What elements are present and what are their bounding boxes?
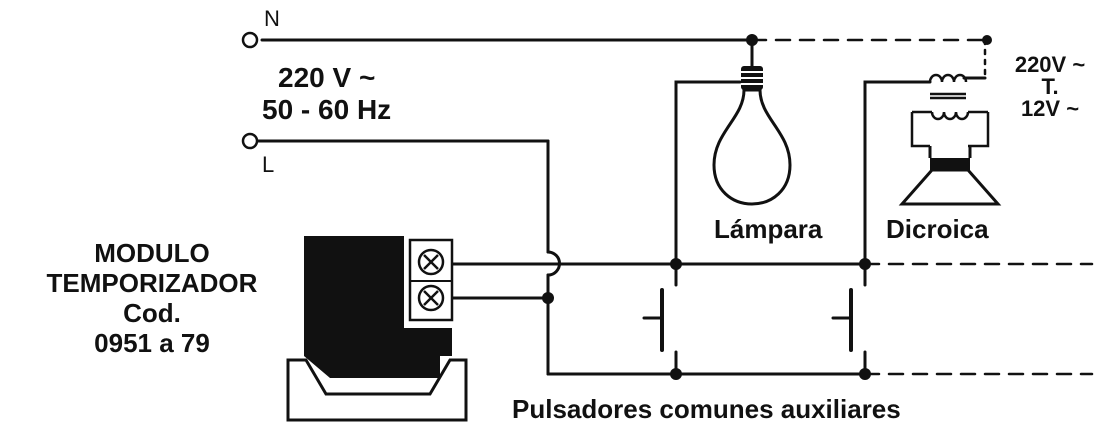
line-label: L — [262, 152, 275, 177]
terminal-block — [408, 238, 454, 322]
module-label: MODULO TEMPORIZADOR Cod. 0951 a 79 — [2, 238, 302, 358]
junction-dot — [859, 258, 871, 270]
junction-dot — [670, 258, 682, 270]
pushbuttons-label: Pulsadores comunes auxiliares — [512, 394, 901, 424]
dichroic-return-wire — [863, 80, 932, 266]
line-terminal — [241, 132, 259, 150]
terminal-screw-icon — [417, 248, 445, 276]
frequency-label: 50 - 60 Hz — [262, 94, 392, 125]
junction-dot — [746, 34, 758, 46]
neutral-label: N — [264, 6, 280, 31]
timer-module-icon — [286, 236, 468, 422]
terminal-screw-icon — [417, 284, 445, 312]
transformer-label: 220V ~ T. 12V ~ — [1000, 54, 1100, 120]
module-label-line: TEMPORIZADOR — [46, 268, 258, 298]
lamp-label: Lámpara — [714, 214, 823, 244]
junction-dot — [670, 368, 682, 380]
lamp-icon — [712, 66, 792, 206]
dichroic-label: Dicroica — [886, 214, 989, 244]
junction-dot — [542, 292, 554, 304]
lamp-return-wire — [674, 80, 742, 266]
transformer-label-line: T. — [1041, 74, 1059, 99]
junction-dot — [859, 368, 871, 380]
transformer-label-line: 220V ~ — [1014, 52, 1086, 77]
voltage-label: 220 V ~ — [278, 62, 376, 93]
module-label-line: Cod. — [123, 298, 181, 328]
junction-dots — [542, 34, 992, 380]
junction-dot — [982, 35, 992, 45]
module-label-line: 0951 a 79 — [94, 328, 210, 358]
module-label-line: MODULO — [94, 238, 210, 268]
transformer-icon — [910, 73, 990, 148]
transformer-label-line: 12V ~ — [1020, 96, 1080, 121]
dichroic-icon — [898, 146, 1002, 206]
neutral-terminal — [241, 31, 259, 49]
